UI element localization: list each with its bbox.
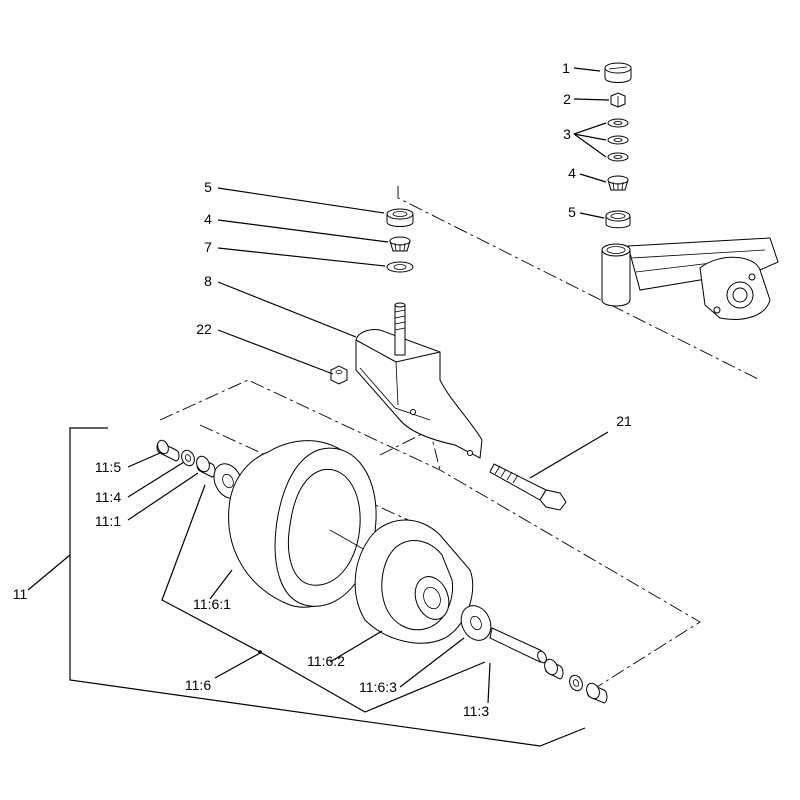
- right-washer: [569, 674, 583, 692]
- nut-22: [330, 365, 348, 385]
- bearing-cup-5-top: [605, 210, 631, 229]
- callout-21: 21: [616, 413, 632, 429]
- callout-4: 4: [204, 211, 212, 227]
- callout-11-6-1: 11:6:1: [193, 596, 231, 612]
- axle-11-3: [489, 627, 547, 664]
- washers-3: [607, 118, 629, 162]
- leader-lines: [127, 67, 610, 704]
- nut-2: [610, 92, 626, 108]
- right-end-spacer: [586, 682, 608, 704]
- callout-8: 8: [204, 273, 212, 289]
- callout-11-6: 11:6: [185, 677, 211, 693]
- bolt-21: [489, 463, 567, 511]
- cap-1: [604, 62, 632, 83]
- spacer-11-5: [156, 439, 180, 462]
- callout-11-6-3: 11:6:3: [359, 679, 397, 695]
- callout-11-4: 11:4: [95, 489, 121, 505]
- callout-labels: 1 2 3 4 5 5 4 7 8 22 21 11:5 11:4 11:1 1…: [13, 60, 632, 719]
- tire-11-6-1: [228, 440, 377, 608]
- bearing-11-1: [196, 455, 216, 478]
- callout-1: 1: [562, 60, 570, 76]
- callout-5: 5: [204, 179, 212, 195]
- callout-11-3: 11:3: [463, 703, 489, 719]
- frame-mount: [601, 237, 779, 320]
- callout-11-1: 11:1: [95, 513, 121, 529]
- callout-3: 3: [563, 126, 571, 142]
- callout-11-5: 11:5: [95, 459, 121, 475]
- callout-22: 22: [196, 321, 212, 337]
- seal-7: [386, 261, 414, 273]
- bearing-cone-4-top: [607, 175, 629, 191]
- callout-2: 2: [563, 91, 571, 107]
- caster-fork-8: [355, 302, 483, 459]
- callout-7: 7: [204, 239, 212, 255]
- callout-5-top: 5: [568, 204, 576, 220]
- right-spacer: [544, 658, 564, 680]
- bearing-cone-4: [389, 236, 411, 252]
- bearing-11-6-3: [460, 605, 492, 641]
- group-bracket-11-6: [161, 484, 486, 713]
- callout-4-top: 4: [568, 165, 576, 181]
- bearing-cup-5: [386, 208, 414, 227]
- callout-11: 11: [13, 586, 28, 602]
- assembly-bracket-11: [27, 427, 586, 747]
- washer-11-4: [181, 449, 195, 467]
- callout-11-6-2: 11:6:2: [307, 653, 345, 669]
- rim-11-6-2: [354, 519, 474, 644]
